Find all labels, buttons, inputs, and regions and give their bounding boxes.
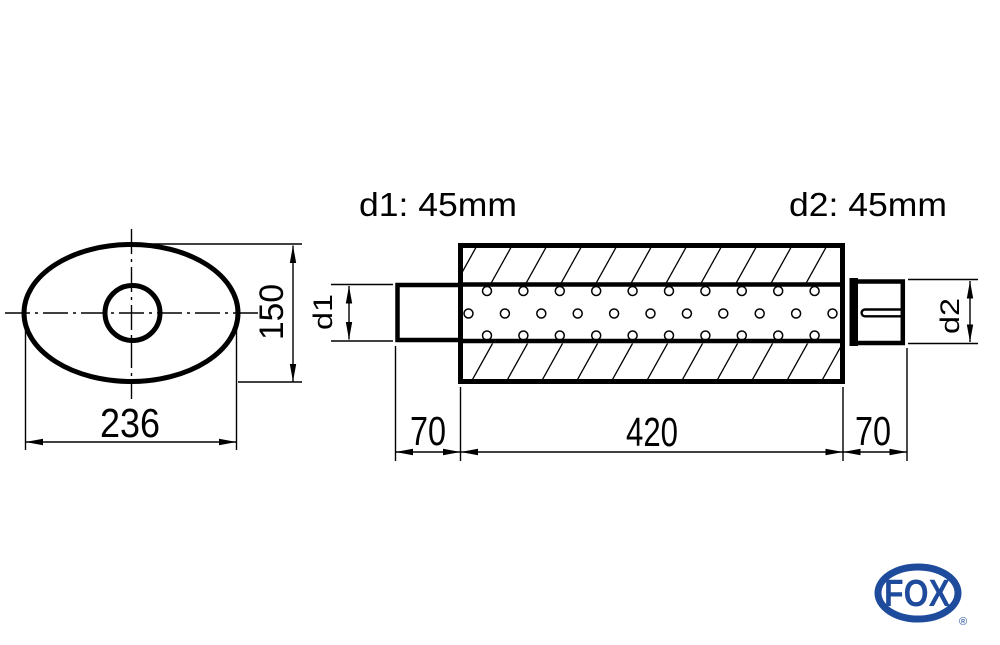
dim-d1: d1 <box>308 283 393 342</box>
dim-height-label: 150 <box>253 284 291 340</box>
dim-height-150: 150 <box>133 243 302 383</box>
outlet-pipe <box>858 279 906 346</box>
dim-inlet-length-label: 70 <box>410 408 446 454</box>
outlet-collar <box>849 278 858 346</box>
dim-d2-label: d2 <box>935 298 965 334</box>
dim-lengths: 70 420 70 <box>394 346 908 461</box>
muffler-body-outline <box>458 243 845 384</box>
section-hatching <box>463 248 840 379</box>
fox-logo: FOX ® <box>874 563 967 628</box>
registered-mark: ® <box>959 616 967 628</box>
inner-pipe-hole <box>102 283 163 343</box>
fox-logo-text: FOX <box>884 573 951 615</box>
front-view: 150 236 <box>5 229 302 450</box>
dim-width-label: 236 <box>100 400 160 446</box>
side-view: d1: 45mm d2: 45mm d1 d2 <box>308 186 978 461</box>
d1-spec-label: d1: 45mm <box>359 186 517 223</box>
dim-width-236: 236 <box>24 318 238 450</box>
fox-logo-ring <box>874 563 962 623</box>
inlet-pipe <box>395 282 460 343</box>
outlet-clamp-slot <box>860 308 901 318</box>
dim-d1-label: d1 <box>308 294 338 330</box>
d2-spec-label: d2: 45mm <box>789 186 947 223</box>
oval-shell-outline <box>21 242 241 384</box>
dim-outlet-length-label: 70 <box>855 408 891 454</box>
dim-body-length-label: 420 <box>626 409 678 455</box>
perforated-tube-holes <box>463 285 838 341</box>
dim-d2: d2 <box>908 278 978 345</box>
